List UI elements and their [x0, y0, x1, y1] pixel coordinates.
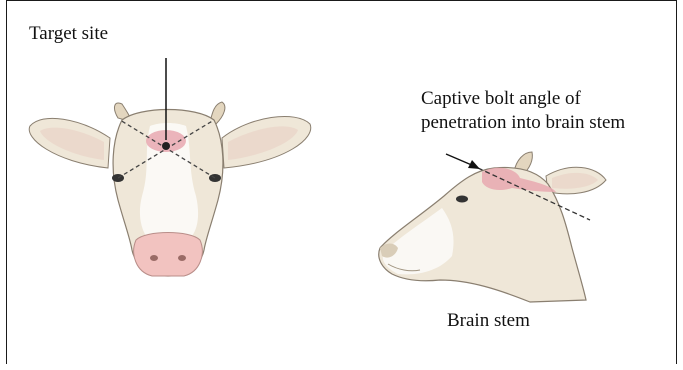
target-point: [162, 142, 170, 150]
captive-bolt-arrow: [446, 154, 474, 166]
captive-bolt-arrowhead: [468, 160, 480, 169]
cow-side-view: [379, 152, 606, 302]
front-muzzle: [134, 233, 203, 277]
side-eye: [456, 196, 468, 203]
cow-front-view: [29, 58, 311, 276]
